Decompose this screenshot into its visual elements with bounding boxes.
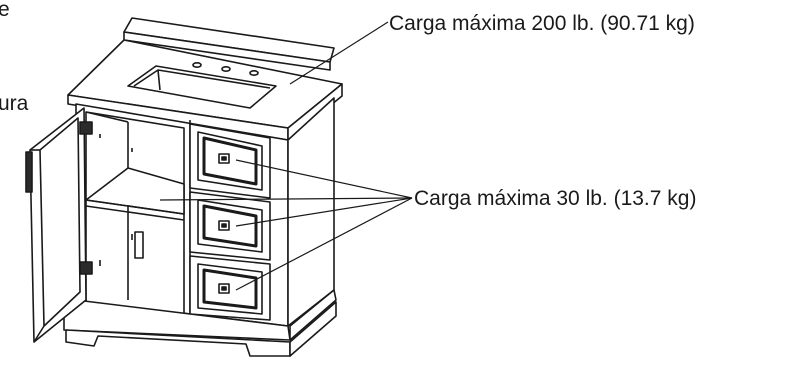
- cut-label-top: e: [0, 0, 10, 21]
- leader-drawer-bottom: [235, 197, 413, 291]
- leader-shelf: [159, 197, 413, 201]
- leader-lines: [159, 21, 413, 291]
- drawer-top: [189, 123, 271, 199]
- sink-basin: [127, 65, 277, 109]
- vanity-illustration: [25, 17, 343, 357]
- countertop: [67, 39, 343, 141]
- shelf-drawer-load-label: Carga máxima 30 lb. (13.7 kg): [414, 187, 696, 210]
- hinge-bottom: [79, 261, 93, 275]
- faucet-hole-left: [192, 61, 202, 68]
- leader-drawer-top: [235, 159, 413, 199]
- cabinet-interior: [85, 111, 185, 319]
- hinge-top: [79, 121, 93, 135]
- open-door: [25, 107, 93, 343]
- drawer-bottom: [189, 255, 271, 321]
- backsplash: [123, 17, 335, 71]
- faucet-hole-center: [221, 66, 231, 73]
- door-handle: [25, 151, 33, 193]
- countertop-load-label: Carga máxima 200 lb. (90.71 kg): [389, 12, 695, 35]
- leader-drawer-middle: [235, 197, 413, 227]
- cut-label-middle: ura: [0, 92, 29, 115]
- drawer-middle: [189, 191, 271, 261]
- leader-countertop: [289, 21, 389, 85]
- drawer-stack: [189, 123, 271, 321]
- cabinet-base: [63, 289, 337, 357]
- faucet-hole-right: [249, 70, 259, 77]
